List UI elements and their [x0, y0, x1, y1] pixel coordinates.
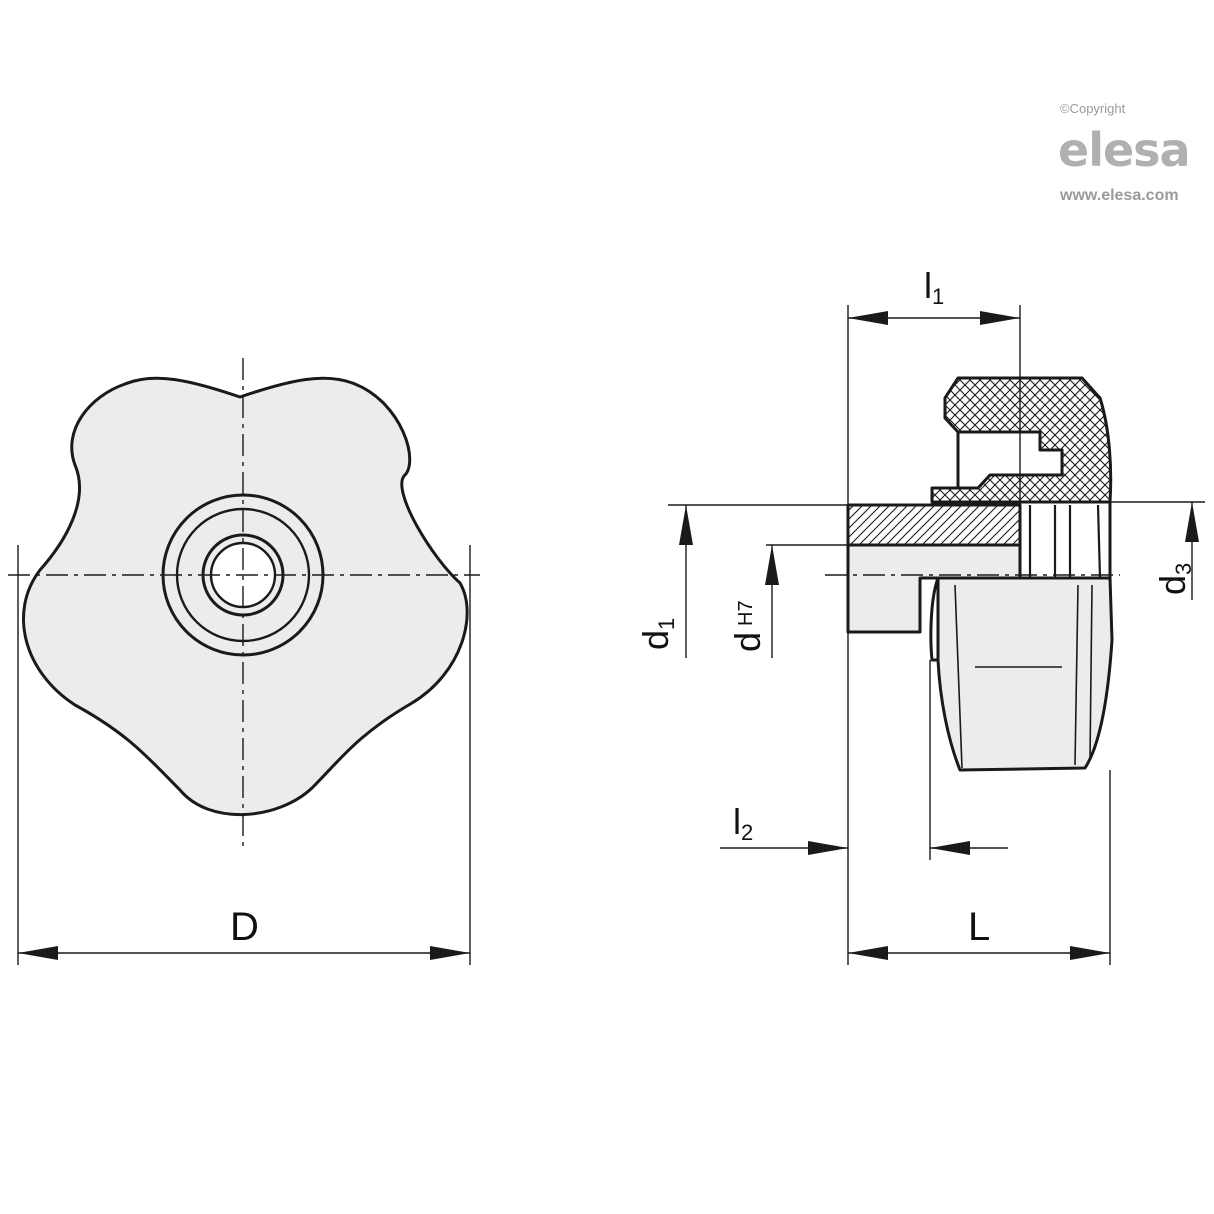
l1-arrow-right: [980, 311, 1020, 325]
diameter-label: D: [230, 905, 259, 949]
body-lower-line-2: [1074, 584, 1079, 766]
elesa-watermark: ©Copyright elesa www.elesa.com: [1058, 101, 1191, 204]
metal-hub-boss: [846, 543, 1022, 634]
body-lower-line-3: [1089, 584, 1093, 761]
rib-line-4: [1096, 504, 1102, 579]
knob-inner-cavity: [956, 430, 1064, 490]
body-lower-front-face: [929, 576, 940, 662]
elesa-url: www.elesa.com: [1059, 187, 1179, 204]
front-view: D: [8, 358, 480, 965]
d-arrow: [765, 545, 779, 585]
l2-arrow-left: [808, 841, 848, 855]
l2-label: l2: [733, 801, 753, 845]
l2-arrow-right: [930, 841, 970, 855]
metal-hub-section: [846, 503, 1022, 547]
d-arrow-right: [430, 946, 470, 960]
side-view: l1 d1 dH7 d3 l2 L: [635, 265, 1205, 965]
knob-body-lower: [936, 576, 1114, 772]
d3-arrow: [1185, 502, 1199, 542]
d3-label: d3: [1152, 563, 1196, 595]
d-arrow-left: [18, 946, 58, 960]
l1-arrow-left: [848, 311, 888, 325]
copyright-text: ©Copyright: [1060, 101, 1126, 116]
body-lower-line-1: [954, 584, 963, 769]
length-arrow-left: [848, 946, 888, 960]
elesa-logo: elesa: [1058, 123, 1190, 177]
d1-label: d1: [635, 618, 679, 650]
l1-label: l1: [924, 265, 944, 309]
d1-arrow: [679, 505, 693, 545]
d-h7-label: dH7: [727, 600, 768, 652]
length-label: L: [968, 905, 990, 949]
length-arrow-right: [1070, 946, 1110, 960]
